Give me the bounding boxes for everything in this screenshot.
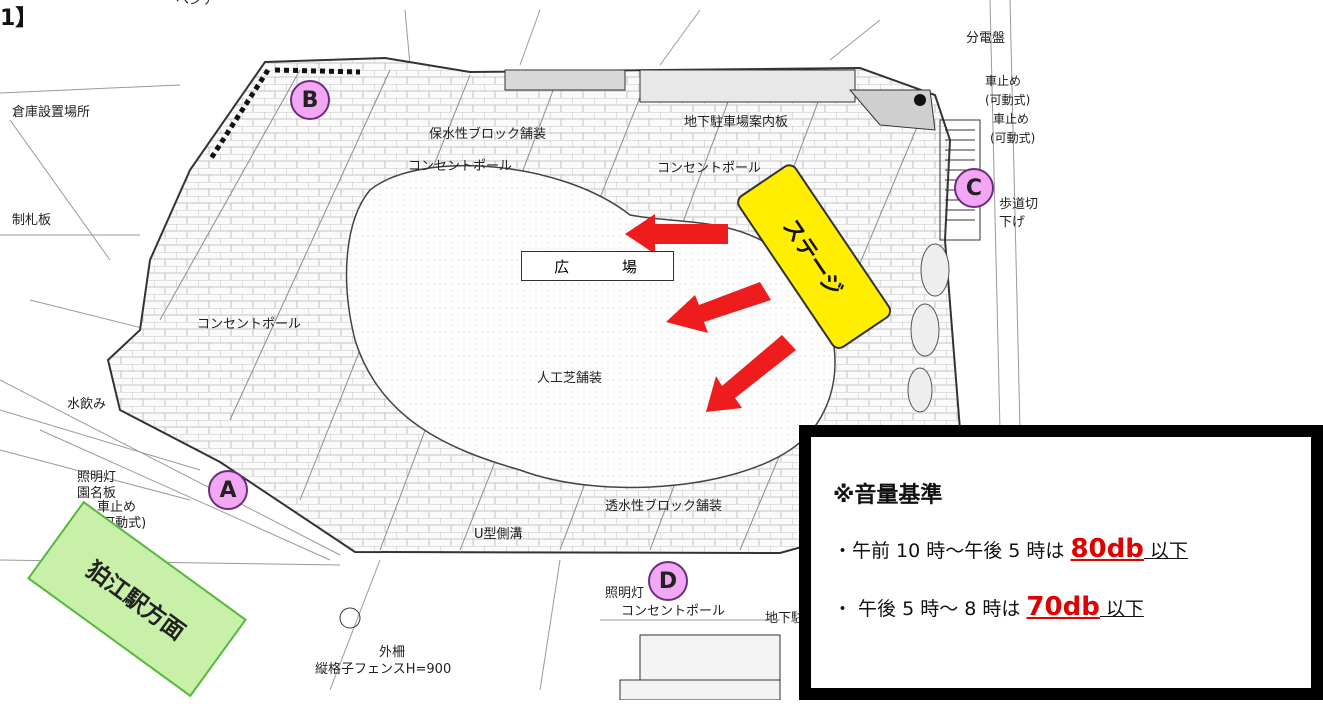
permeable-block-label: 透水性ブロック舗装 [605, 499, 723, 514]
figure-number: 1】 [0, 6, 38, 31]
evening-limit-value: 70db [1026, 592, 1100, 622]
parking-sign-label: 地下駐車場案内板 [684, 115, 789, 130]
outlet-pole-label: コンセントポール [197, 317, 302, 332]
sound-direction-arrow [625, 214, 728, 254]
water-fountain-label: 水飲み [67, 397, 107, 412]
volume-standard-title: ※音量基準 [833, 483, 943, 508]
volume-standard-box: ※音量基準 ・午前 10 時～午後 5 時は 80db 以下 ・ 午後 5 時～… [799, 425, 1323, 700]
outlet-pole-label: コンセントポール [657, 161, 762, 176]
sidewalk-cut-label: 歩道切 [999, 197, 1039, 212]
bollard-label: 車止め [985, 74, 1022, 88]
sound-direction-arrow [706, 335, 796, 412]
bench-label: ベンチ [176, 0, 216, 8]
outer-fence-label: 外柵 [379, 645, 406, 660]
distribution-board-label: 分電盤 [966, 31, 1006, 46]
outlet-pole-label: コンセントポール [408, 159, 513, 174]
daytime-limit-suffix: 以下 [1143, 540, 1188, 562]
volume-line-evening: ・ 午後 5 時～ 8 時は 70db 以下 [833, 592, 1144, 622]
bollard-label: 車止め [97, 500, 137, 515]
evening-limit-suffix: 以下 [1099, 598, 1144, 620]
bollard-sub-label: (可動式) [985, 93, 1031, 107]
sign-board-label: 制札板 [12, 213, 52, 228]
light-label: 照明灯 [605, 586, 645, 601]
marker-c: C [954, 168, 994, 208]
block-paving-label: 保水性ブロック舗装 [429, 127, 547, 142]
u-gutter-label: U型側溝 [474, 527, 523, 542]
sound-direction-arrow [666, 282, 771, 333]
underground-label: 地下駐 [765, 611, 805, 626]
background-lines [0, 0, 1021, 691]
warehouse-label: 倉庫設置場所 [12, 105, 91, 120]
marker-b: B [290, 80, 330, 120]
outlet-pole-label: コンセントポール [621, 604, 726, 619]
plaza-label: 広 場 [521, 251, 674, 281]
park-name-board-label: 園名板 [77, 486, 117, 501]
volume-line-daytime: ・午前 10 時～午後 5 時は 80db 以下 [833, 534, 1188, 564]
daytime-hours: ・午前 10 時～午後 5 時は [833, 540, 1071, 562]
evening-hours: ・ 午後 5 時～ 8 時は [833, 598, 1027, 620]
bollard-label: 車止め [993, 112, 1030, 126]
daytime-limit-value: 80db [1070, 534, 1144, 564]
light-label: 照明灯 [77, 470, 117, 485]
sidewalk-cut-label-2: 下げ [999, 215, 1026, 230]
artificial-turf-label: 人工芝舗装 [537, 371, 603, 386]
marker-d: D [648, 561, 688, 601]
fence-spec-label: 縦格子フェンスH=900 [315, 662, 452, 677]
marker-a: A [208, 470, 248, 510]
bollard-sub-label: (可動式) [990, 131, 1036, 145]
